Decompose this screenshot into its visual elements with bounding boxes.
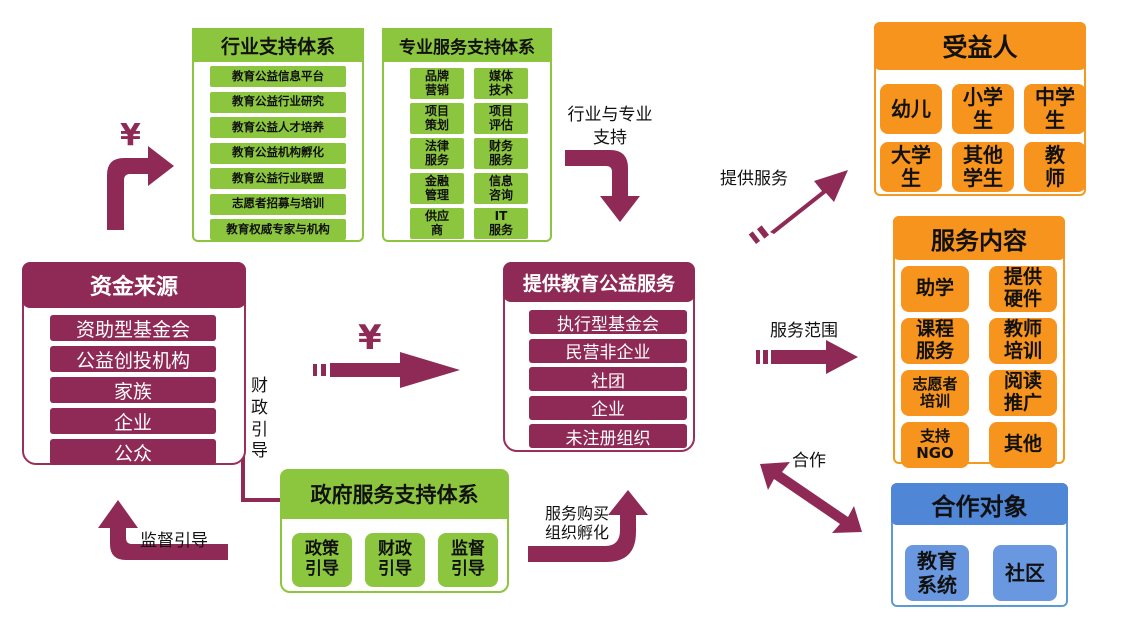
- industry-support-panel: 行业支持体系 教育公益信息平台教育公益行业研究教育公益人才培养教育公益机构孵化教…: [192, 28, 364, 242]
- professional-item: 项目 评估: [474, 103, 528, 134]
- professional-item: 财务 服务: [474, 138, 528, 169]
- bent-arrow-purchase: [528, 490, 648, 562]
- professional-support-panel: 专业服务支持体系 品牌 营销媒体 技术项目 策划项目 评估法律 服务财务 服务金…: [382, 28, 552, 242]
- funding-item: 公益创投机构: [50, 346, 216, 372]
- bent-arrow-supervision: [98, 500, 228, 560]
- industry-item: 教育公益信息平台: [210, 66, 346, 87]
- partner-item: 教育 系统: [905, 545, 969, 601]
- professional-item: 项目 策划: [410, 103, 464, 134]
- funding-sources-title: 资金来源: [22, 262, 246, 308]
- industry-item: 教育公益人才培养: [210, 117, 346, 138]
- government-item: 政策 引导: [292, 533, 352, 587]
- cooperation-label: 合作: [792, 451, 826, 471]
- partners-panel: 合作对象 教育 系统社区: [891, 483, 1068, 607]
- professional-item: IT 服务: [474, 208, 528, 239]
- professional-item: 媒体 技术: [474, 68, 528, 99]
- bent-arrow-to-industry: [107, 146, 174, 230]
- purchase-incubation-label: 服务购买 组织孵化: [544, 504, 609, 543]
- provider-item: 未注册组织: [529, 424, 687, 449]
- industry-support-label: 行业与专业 支持: [567, 105, 653, 148]
- service-item: 志愿者 培训: [901, 370, 969, 416]
- partner-item: 社区: [993, 545, 1057, 601]
- professional-item: 供应 商: [410, 208, 464, 239]
- government-item: 财政 引导: [365, 533, 425, 587]
- industry-support-title: 行业支持体系: [192, 28, 364, 62]
- arrow-provide-service: [748, 170, 848, 244]
- supervision-guidance-label: 监督引导: [140, 531, 208, 551]
- service-item: 课程 服务: [901, 318, 969, 364]
- government-item: 监督 引导: [438, 533, 498, 587]
- service-item: 支持 NGO: [901, 422, 969, 468]
- industry-item: 教育公益行业联盟: [210, 168, 346, 189]
- beneficiary-item: 教 师: [1024, 142, 1086, 192]
- services-title: 服务内容: [893, 216, 1065, 260]
- professional-support-title: 专业服务支持体系: [382, 28, 552, 62]
- government-support-title: 政府服务支持体系: [280, 469, 509, 519]
- provider-item: 社团: [529, 367, 687, 392]
- professional-item: 品牌 营销: [410, 68, 464, 99]
- bent-arrow-to-providers: [565, 150, 640, 222]
- funding-item: 企业: [50, 408, 216, 434]
- service-item: 教师 培训: [989, 318, 1057, 364]
- funding-item: 家族: [50, 377, 216, 403]
- industry-item: 教育权威专家与机构: [210, 219, 346, 240]
- fiscal-guidance-label: 财 政 引 导: [251, 376, 268, 462]
- beneficiary-item: 中学 生: [1024, 84, 1086, 134]
- professional-item: 法律 服务: [410, 138, 464, 169]
- partners-title: 合作对象: [891, 483, 1068, 525]
- provider-item: 企业: [529, 395, 687, 420]
- provider-item: 民营非企业: [529, 338, 687, 363]
- service-item: 提供 硬件: [989, 266, 1057, 312]
- services-panel: 服务内容 助学提供 硬件课程 服务教师 培训志愿者 培训阅读 推广支持 NGO 其…: [893, 216, 1065, 468]
- beneficiary-item: 小学 生: [952, 84, 1014, 134]
- service-scope-label: 服务范围: [770, 321, 838, 341]
- provider-item: 执行型基金会: [529, 310, 687, 335]
- industry-item: 志愿者招募与培训: [210, 193, 346, 215]
- yen-label-top: ¥: [120, 118, 141, 153]
- beneficiary-item: 大学 生: [880, 142, 942, 192]
- professional-item: 金融 管理: [410, 173, 464, 204]
- service-item: 其他: [989, 422, 1057, 468]
- arrow-cooperation: [760, 462, 862, 533]
- arrow-service-scope: [756, 340, 858, 374]
- funding-item: 资助型基金会: [50, 315, 216, 341]
- funding-sources-panel: 资金来源 资助型基金会公益创投机构家族企业公众: [22, 262, 246, 465]
- provide-service-label: 提供服务: [720, 169, 788, 189]
- service-item: 助学: [901, 266, 969, 312]
- providers-panel: 提供教育公益服务 执行型基金会民营非企业社团企业未注册组织: [503, 262, 695, 452]
- beneficiaries-title: 受益人: [874, 22, 1086, 70]
- beneficiary-item: 幼儿: [880, 84, 942, 134]
- industry-item: 教育公益机构孵化: [210, 142, 346, 164]
- industry-item: 教育公益行业研究: [210, 91, 346, 113]
- professional-item: 信息 咨询: [474, 173, 528, 204]
- beneficiaries-panel: 受益人 幼儿小学 生中学 生大学 生其他 学生教 师: [874, 22, 1086, 196]
- beneficiary-item: 其他 学生: [952, 142, 1014, 192]
- government-support-panel: 政府服务支持体系 政策 引导财政 引导监督 引导: [280, 469, 509, 593]
- arrow-funding-to-providers: [330, 352, 460, 388]
- service-item: 阅读 推广: [989, 370, 1057, 416]
- yen-label-mid: ¥: [358, 318, 382, 358]
- funding-item: 公众: [50, 439, 216, 465]
- providers-title: 提供教育公益服务: [503, 262, 695, 302]
